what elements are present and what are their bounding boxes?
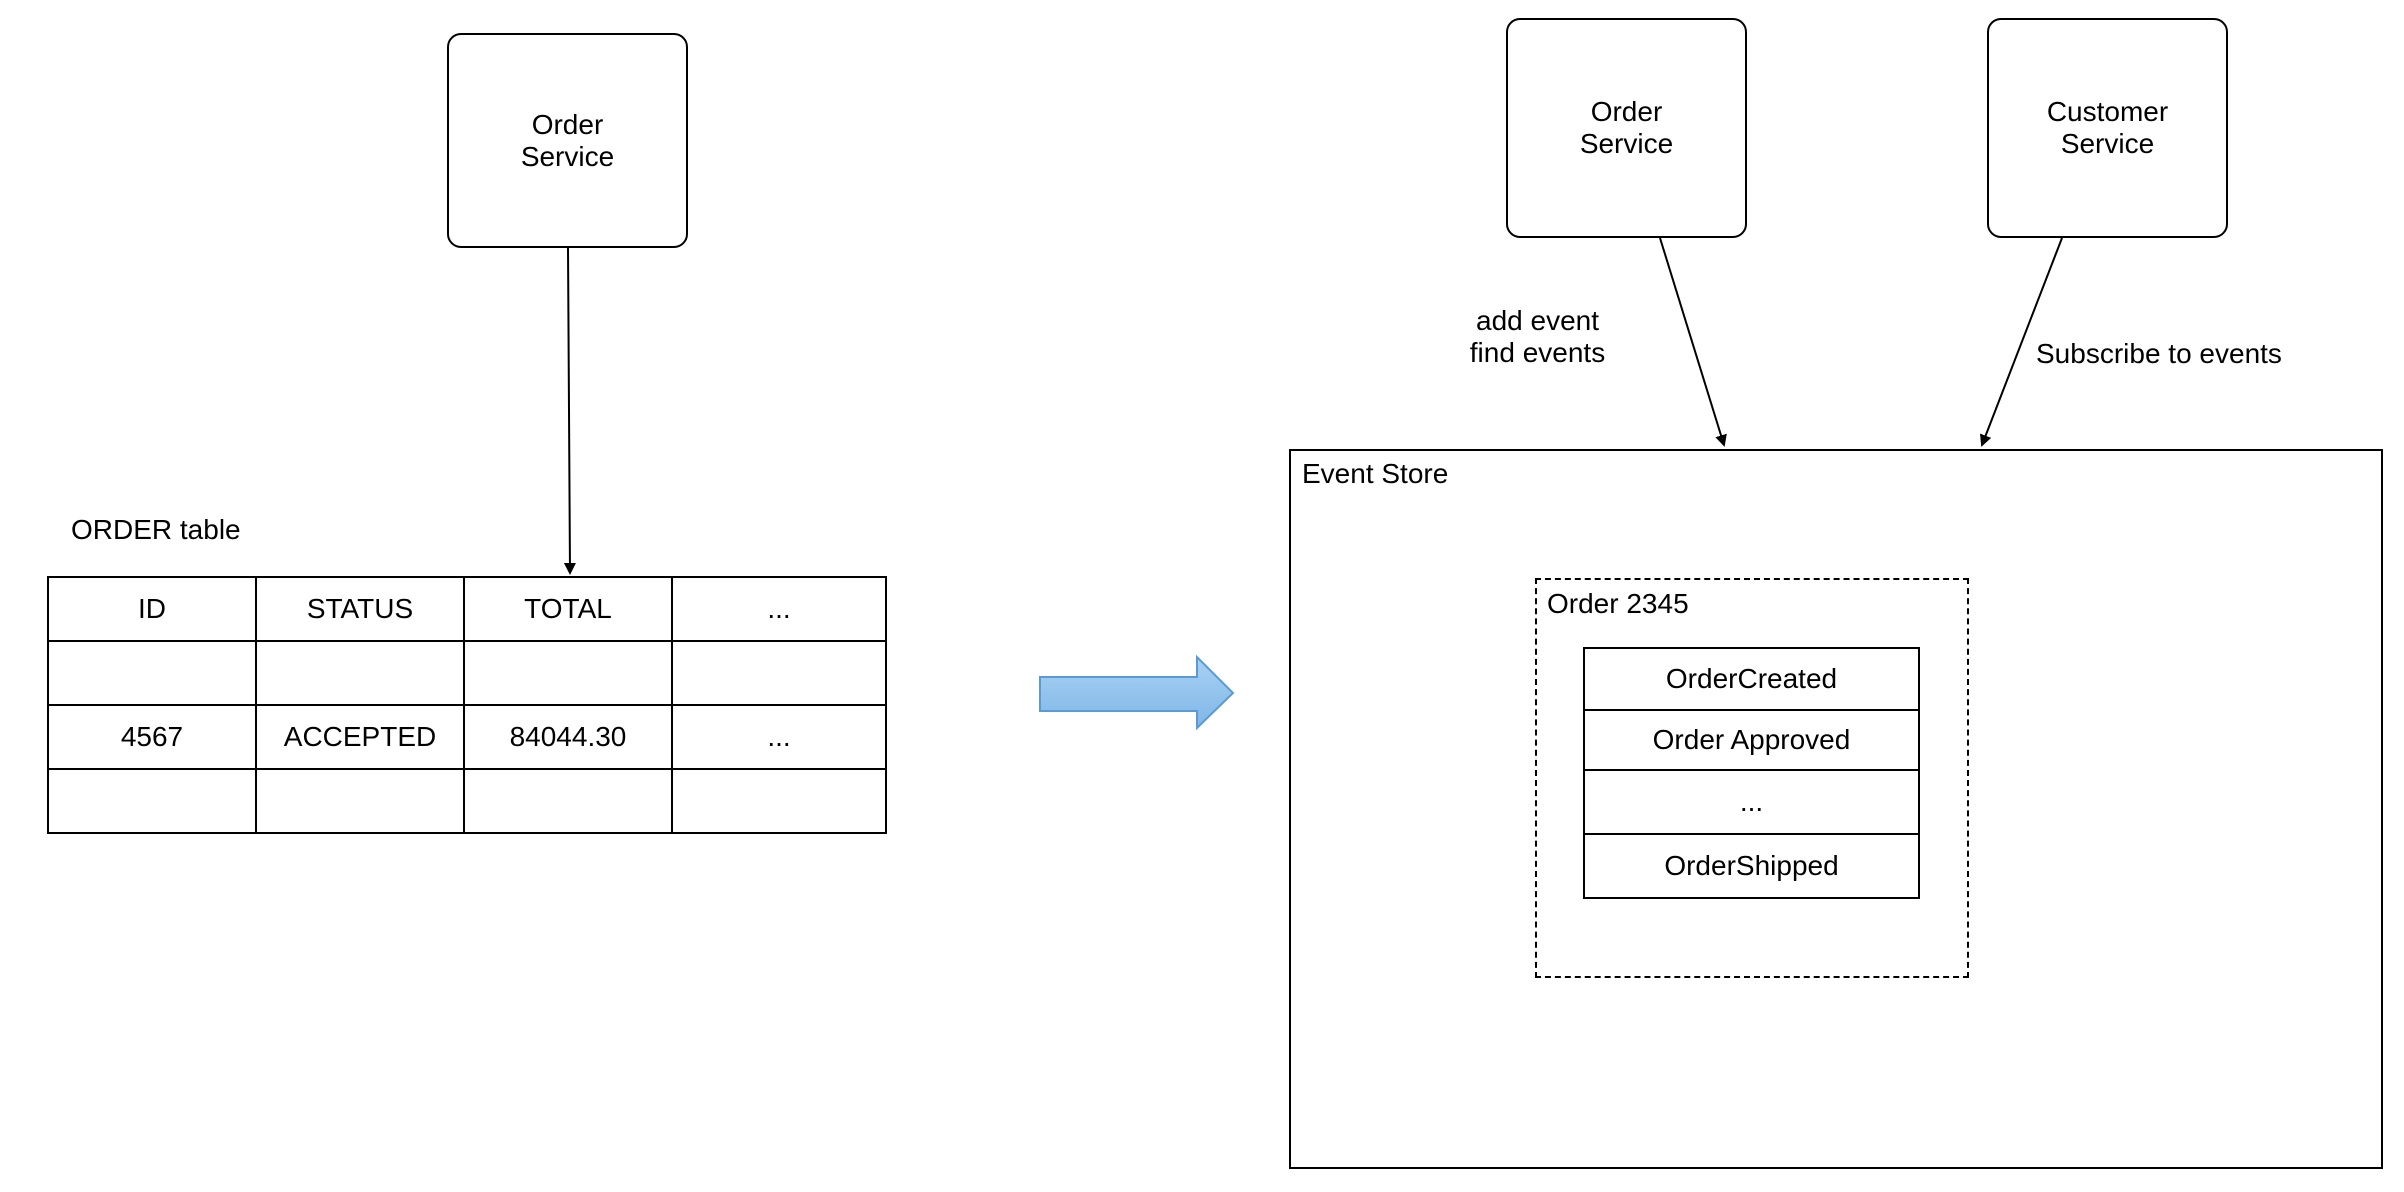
column-header-total: TOTAL (463, 576, 673, 642)
order-service-box-left: Order Service (447, 33, 688, 248)
table-cell: 4567 (47, 704, 257, 770)
event-item-order-approved: Order Approved (1585, 711, 1918, 771)
table-cell (463, 768, 673, 834)
transition-right-arrow-icon (1039, 654, 1235, 731)
event-item-order-shipped: OrderShipped (1664, 850, 1839, 881)
order-service-edge-label: add event find events (1469, 305, 1606, 368)
table-cell (255, 640, 465, 706)
table-cell (671, 768, 887, 834)
table-cell (671, 640, 887, 706)
column-header-status: STATUS (255, 576, 465, 642)
table-cell: 84044.30 (463, 704, 673, 770)
order-service-to-event-store-arrow (1659, 237, 1727, 447)
event-store-title: Event Store (1302, 458, 1449, 489)
event-store-container (1289, 449, 2383, 1169)
customer-service-box: Customer Service (1987, 18, 2228, 238)
table-cell (463, 640, 673, 706)
table-header-row: ID STATUS TOTAL ... (47, 576, 887, 642)
event-item-order-created: OrderCreated (1585, 649, 1918, 711)
customer-service-edge-label: Subscribe to events (2036, 338, 2282, 369)
order-table: ID STATUS TOTAL ... 4567 ACCEPTED 84044.… (47, 576, 887, 834)
table-row: 4567 ACCEPTED 84044.30 ... (47, 704, 887, 770)
order-aggregate-title: Order 2345 (1547, 588, 1689, 619)
event-list: OrderCreated Order Approved ... OrderShi… (1583, 647, 1920, 899)
column-header-id: ID (47, 576, 257, 642)
order-aggregate-container (1535, 578, 1969, 978)
column-header-more: ... (671, 576, 887, 642)
table-cell: ACCEPTED (255, 704, 465, 770)
order-service-label-left: Order Service (520, 108, 615, 172)
table-row (47, 768, 887, 834)
order-service-to-table-arrow (563, 247, 576, 575)
order-service-label-right: Order Service (1579, 96, 1674, 159)
table-cell: ... (671, 704, 887, 770)
table-cell (47, 640, 257, 706)
event-item-ellipsis: ... (1585, 771, 1918, 835)
table-row (47, 640, 887, 706)
table-cell (47, 768, 257, 834)
customer-service-label: Customer Service (2046, 96, 2169, 159)
order-service-box-right: Order Service (1506, 18, 1747, 238)
table-cell (255, 768, 465, 834)
order-table-caption: ORDER table (71, 514, 241, 545)
